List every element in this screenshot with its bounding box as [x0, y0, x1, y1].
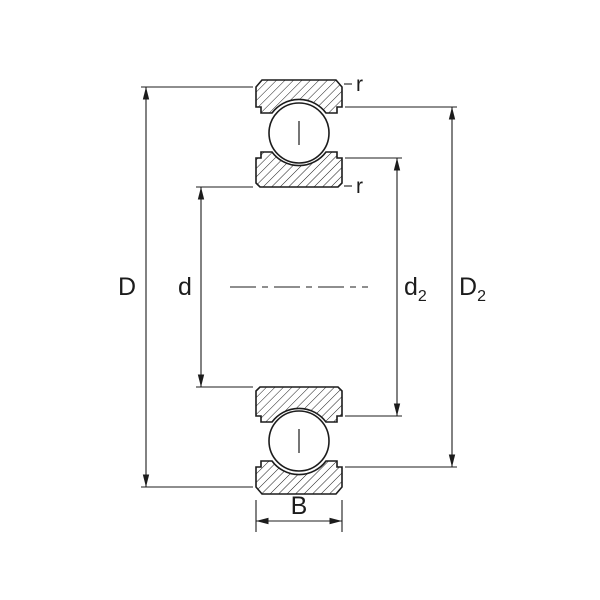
dim-D-label: D: [118, 273, 136, 301]
dim-outer-shoulder: D2: [345, 106, 486, 468]
outer-ring-top-section: [255, 79, 343, 114]
dim-d2-label-main: d: [404, 273, 418, 301]
dim-d2-label: d2: [404, 273, 427, 305]
inner-ring-top-section: [255, 151, 343, 188]
dim-B-label: B: [291, 492, 308, 520]
dim-D2-label-main: D: [459, 273, 477, 301]
chamfer-callouts: r r: [344, 73, 363, 198]
bearing-section-bottom: [255, 386, 343, 495]
dim-d2-label-sub: 2: [418, 288, 427, 305]
chamfer-r-top-label: r: [356, 73, 363, 96]
dim-bore-diameter: d: [178, 186, 253, 388]
dim-width: B: [255, 492, 343, 532]
outer-ring-bottom-section: [255, 460, 343, 495]
dim-outer-diameter: D: [118, 86, 253, 488]
dim-inner-shoulder: d2: [345, 157, 427, 417]
inner-ring-bottom-section: [255, 386, 343, 423]
dim-d-label: d: [178, 273, 192, 301]
bearing-section-top: [255, 79, 343, 188]
chamfer-r-inner-label: r: [356, 175, 363, 198]
dim-D2-label: D2: [459, 273, 486, 305]
dim-D2-label-sub: 2: [477, 288, 486, 305]
